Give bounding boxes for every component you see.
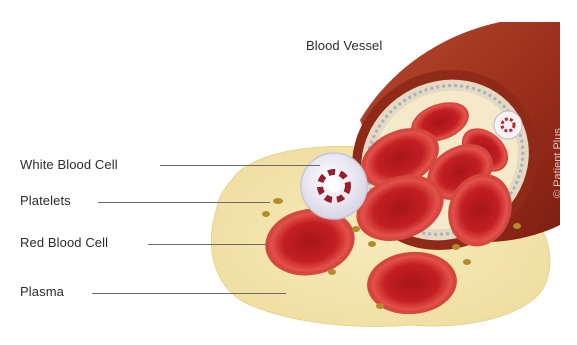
label-white-blood-cell: White Blood Cell	[20, 157, 118, 172]
label-red-blood-cell: Red Blood Cell	[20, 235, 108, 250]
platelet-icon	[273, 198, 283, 204]
watermark: © Patient Plus	[552, 128, 564, 198]
leader-red-blood-cell	[148, 244, 268, 245]
platelet-icon	[513, 223, 521, 229]
white-blood-cell-icon	[301, 153, 367, 219]
platelet-icon	[328, 269, 336, 275]
label-blood-vessel: Blood Vessel	[306, 38, 382, 53]
platelet-icon	[463, 259, 471, 265]
platelet-icon	[262, 211, 270, 217]
platelet-icon	[452, 244, 460, 250]
platelet-icon	[376, 303, 384, 309]
label-platelets: Platelets	[20, 193, 71, 208]
leader-plasma	[92, 293, 286, 294]
leader-platelets	[98, 202, 270, 203]
platelet-icon	[352, 226, 360, 232]
label-plasma: Plasma	[20, 284, 64, 299]
platelet-icon	[368, 241, 376, 247]
leader-white-blood-cell	[160, 165, 320, 166]
